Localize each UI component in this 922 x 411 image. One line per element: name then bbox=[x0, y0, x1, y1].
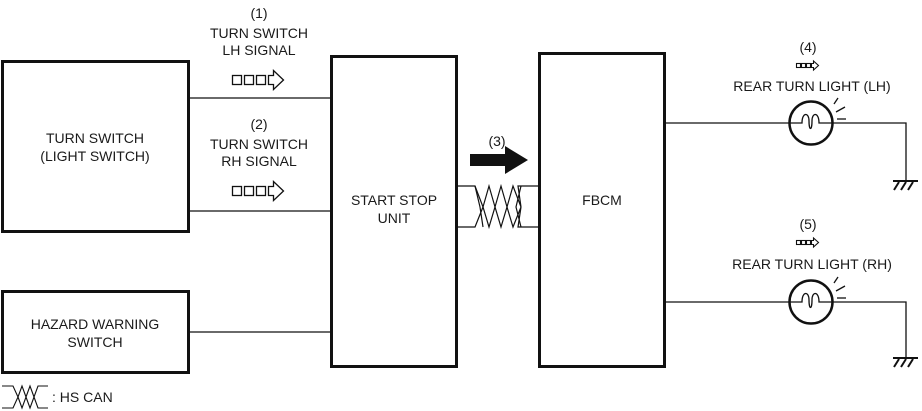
hazard-switch-block bbox=[1, 290, 190, 374]
signal-2-line1: TURN SWITCH bbox=[210, 136, 308, 152]
hazard-switch-label: HAZARD WARNING SWITCH bbox=[31, 315, 160, 351]
turn-switch-block bbox=[1, 60, 190, 233]
turn-switch-label-line2: (LIGHT SWITCH) bbox=[40, 148, 150, 164]
fbcm-block bbox=[538, 52, 666, 368]
rh-ground-wire bbox=[832, 301, 907, 357]
hazard-switch-label-line2: SWITCH bbox=[67, 334, 123, 350]
fbcm-label: FBCM bbox=[582, 192, 622, 208]
turn-switch-label-line1: TURN SWITCH bbox=[46, 130, 144, 146]
signal-5-number: (5) bbox=[799, 216, 817, 232]
rear-turn-light-lh-label: REAR TURN LIGHT (LH) bbox=[733, 78, 891, 94]
turn-switch-label: TURN SWITCH (LIGHT SWITCH) bbox=[40, 129, 149, 165]
can-direction-arrow-icon bbox=[470, 146, 528, 174]
start-stop-unit-block bbox=[330, 55, 458, 368]
signal-4-number: (4) bbox=[799, 39, 817, 55]
start-stop-unit-label-line2: UNIT bbox=[377, 210, 411, 226]
rear-turn-light-rh-label: REAR TURN LIGHT (RH) bbox=[732, 256, 892, 272]
start-stop-unit-label: START STOP UNIT bbox=[351, 191, 437, 227]
signal-1-number: (1) bbox=[250, 5, 268, 21]
rear-lh-signal-arrow-icon bbox=[795, 59, 820, 72]
lh-ground-icon bbox=[893, 180, 918, 191]
signal-2-label: (2) TURN SWITCH RH SIGNAL bbox=[210, 116, 308, 170]
signal-1-line2: LH SIGNAL bbox=[222, 42, 296, 58]
rear-turn-light-rh-bulb-icon bbox=[788, 276, 846, 325]
hazard-switch-label-line1: HAZARD WARNING bbox=[30, 316, 160, 332]
hs-can-twisted-pair-icon bbox=[457, 183, 539, 230]
lh-signal-arrow-icon bbox=[231, 68, 285, 92]
signal-1-label: (1) TURN SWITCH LH SIGNAL bbox=[210, 5, 308, 59]
legend-hs-can-label: : HS CAN bbox=[52, 389, 113, 405]
rh-ground-icon bbox=[893, 357, 918, 368]
signal-2-line2: RH SIGNAL bbox=[221, 153, 297, 169]
signal-3-number: (3) bbox=[488, 133, 506, 149]
signal-2-number: (2) bbox=[250, 116, 268, 132]
rear-turn-light-lh-bulb-icon bbox=[788, 97, 846, 146]
start-stop-unit-label-line1: START STOP bbox=[350, 192, 438, 208]
rear-rh-signal-arrow-icon bbox=[795, 236, 820, 249]
rh-signal-arrow-icon bbox=[231, 179, 285, 203]
lh-ground-wire bbox=[832, 122, 907, 180]
legend-twisted-pair-icon bbox=[2, 384, 48, 410]
signal-1-line1: TURN SWITCH bbox=[210, 25, 308, 41]
